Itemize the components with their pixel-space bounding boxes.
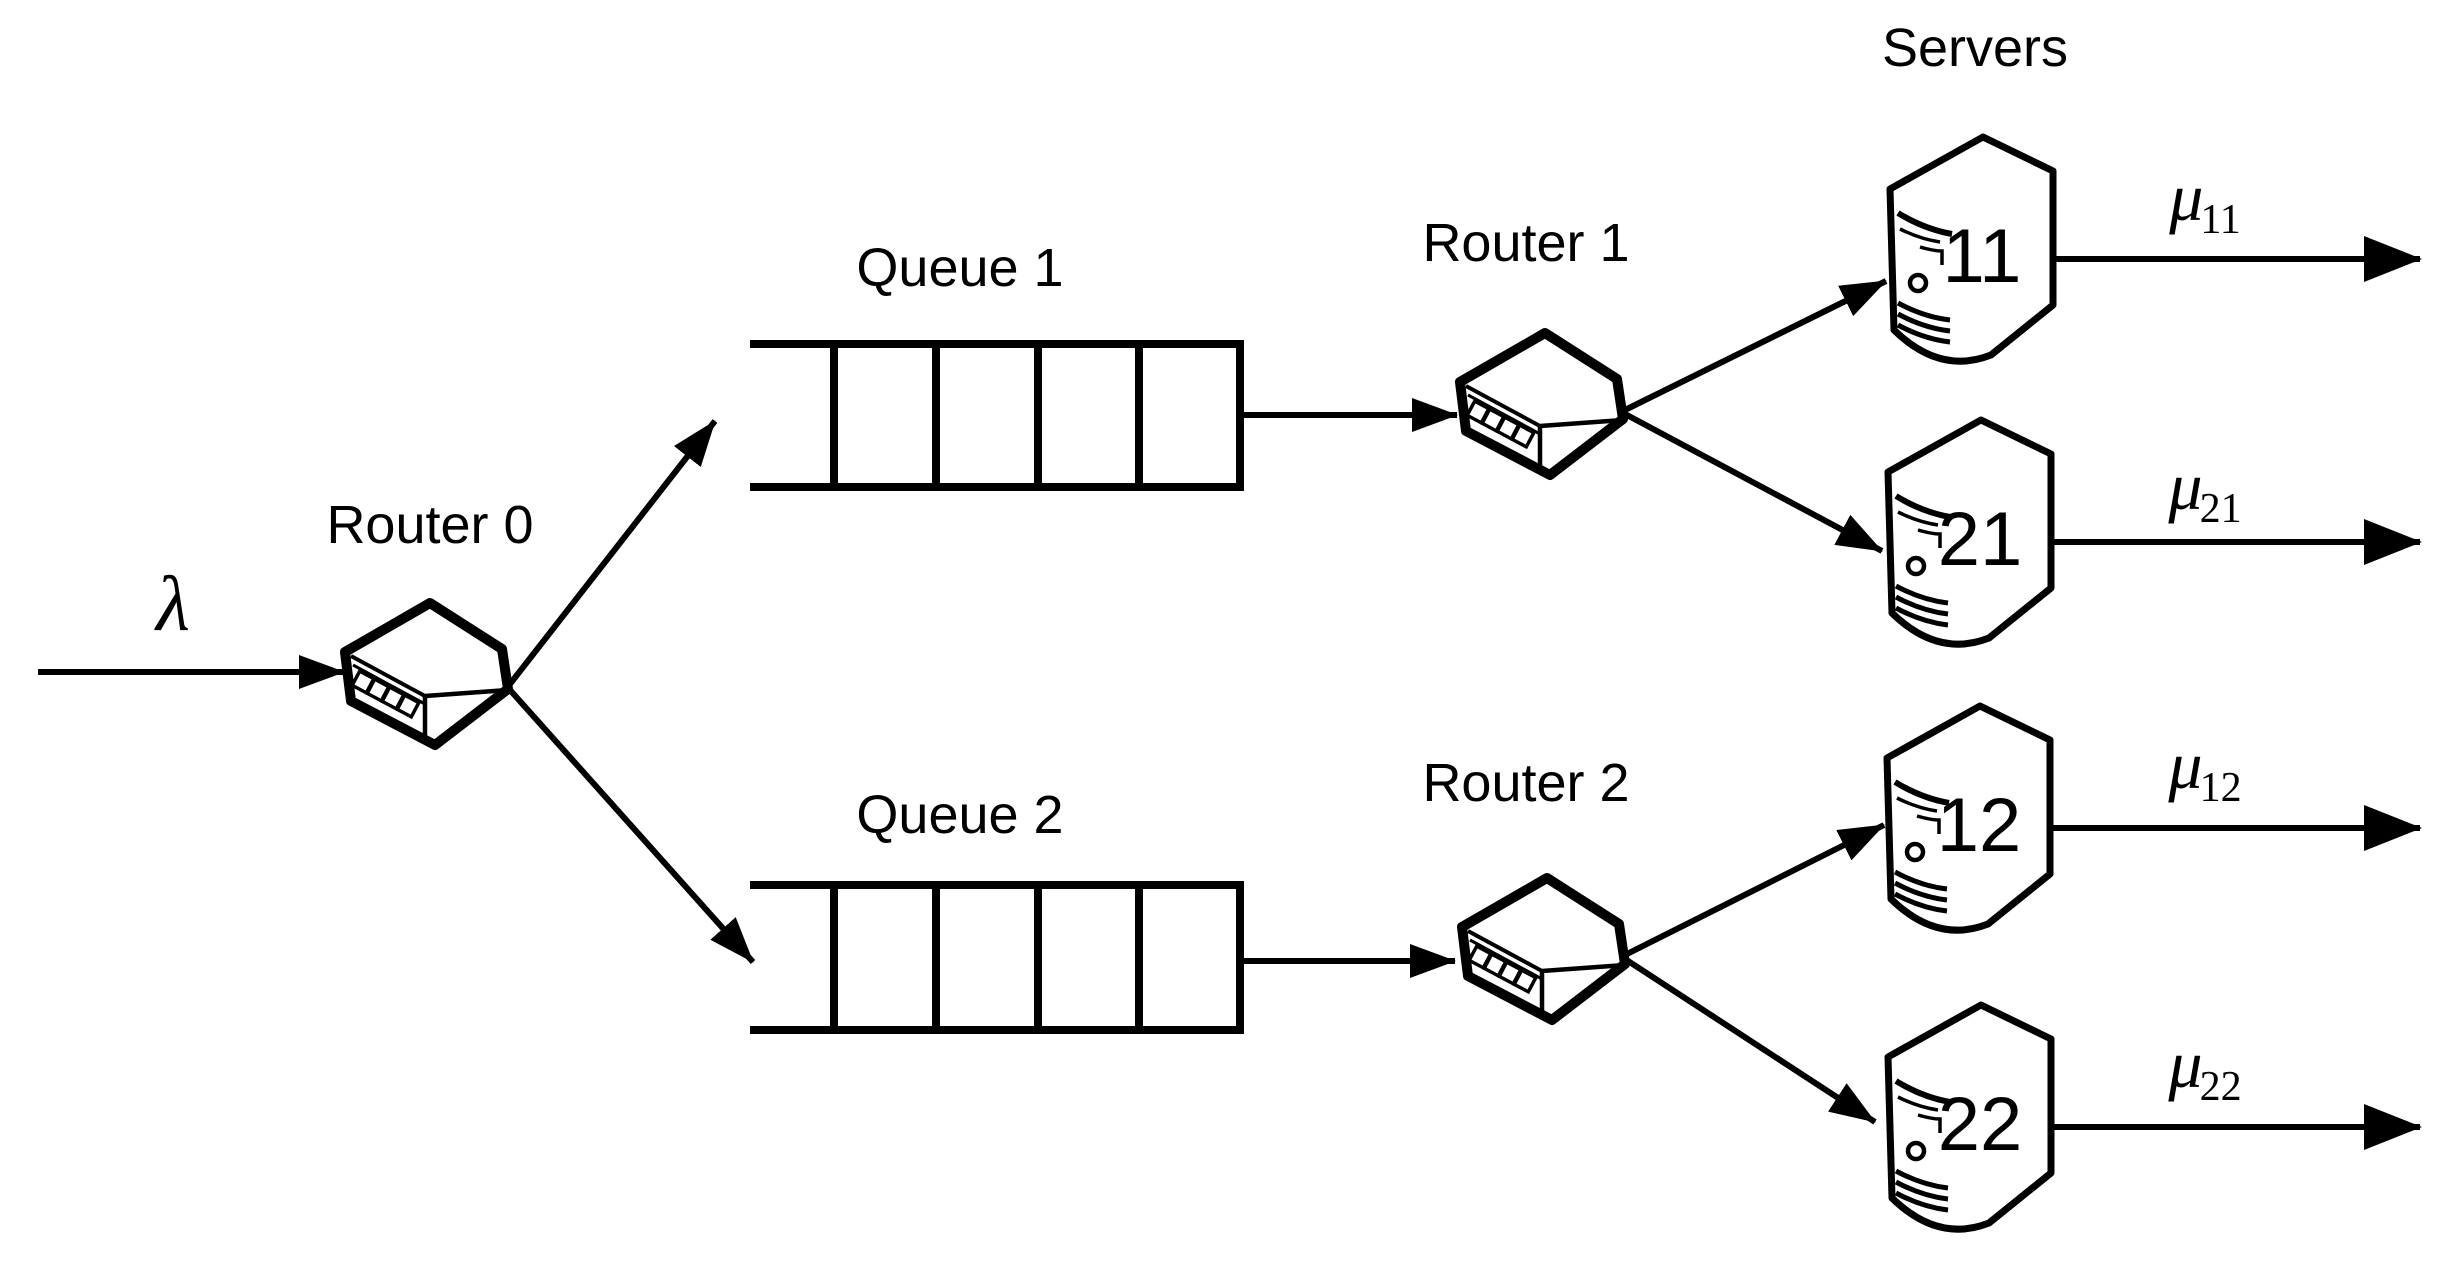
mu-12-symbol: μ (2168, 727, 2203, 803)
router-0-icon (345, 603, 508, 745)
mu-22-symbol: μ (2168, 1026, 2203, 1102)
router-1-icon (1460, 333, 1623, 475)
router-1-label: Router 1 (1422, 213, 1630, 273)
servers-title: Servers (1881, 18, 2069, 78)
mu-21-label: μ21 (2168, 452, 2241, 530)
arrow-router1-server21 (1623, 411, 1884, 554)
arrow-router1-server11 (1623, 278, 1888, 413)
queue-2-shape (750, 881, 1244, 1034)
queue-2-label: Queue 2 (856, 785, 1064, 845)
mu-21-symbol: μ (2168, 448, 2203, 524)
mu-12-subscript: 12 (2199, 764, 2242, 811)
mu-21-subscript: 21 (2199, 485, 2242, 532)
mu-11-subscript: 11 (2200, 196, 2241, 243)
server-12-number: 12 (1936, 783, 2022, 868)
mu-11-symbol: μ (2169, 159, 2204, 235)
lambda-label: λ (156, 560, 190, 647)
arrow-router2-server22 (1623, 956, 1877, 1125)
queue-1-shape (750, 340, 1244, 491)
arrow-router2-server12 (1623, 822, 1886, 958)
queue-1-label: Queue 1 (856, 238, 1064, 298)
server-22-number: 22 (1937, 1082, 2023, 1167)
arrow-router0-queue2 (507, 688, 756, 964)
mu-22-subscript: 22 (2199, 1063, 2242, 1110)
server-21-number: 21 (1937, 497, 2023, 582)
router-0-label: Router 0 (326, 495, 534, 555)
router-2-label: Router 2 (1422, 753, 1630, 813)
router-2-icon (1462, 878, 1625, 1020)
mu-11-label: μ11 (2169, 163, 2241, 241)
arrow-router0-queue1 (507, 419, 718, 686)
mu-12-label: μ12 (2168, 731, 2241, 809)
mu-22-label: μ22 (2168, 1030, 2241, 1108)
server-11-number: 11 (1942, 214, 2022, 299)
